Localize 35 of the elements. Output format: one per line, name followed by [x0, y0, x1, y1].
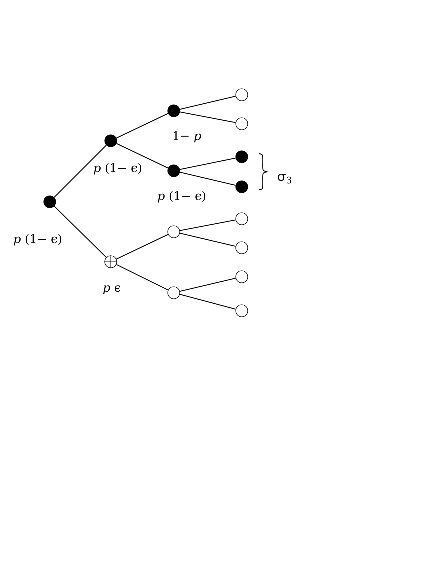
probability-label: p (1− ϵ): [94, 163, 142, 175]
open-node: [236, 304, 248, 318]
branch-line: [180, 278, 236, 292]
branch-line: [54, 145, 107, 198]
branch-line: [116, 234, 169, 260]
open-node: [236, 88, 248, 102]
open-node: [236, 270, 248, 284]
filled-node: [168, 164, 180, 178]
probability-label: p ϵ: [103, 286, 121, 294]
branch-line: [180, 172, 236, 186]
open-node: [168, 226, 180, 238]
filled-node: [44, 196, 56, 208]
probability-label: p (1− ϵ): [158, 191, 206, 203]
branch-line: [180, 294, 236, 310]
branch-line: [180, 96, 236, 110]
branch-line: [180, 220, 236, 232]
branch-line: [180, 233, 236, 247]
branch-line: [180, 158, 236, 170]
open-node: [236, 118, 248, 130]
open-node: [168, 286, 180, 300]
probability-label: 1− p: [174, 131, 202, 143]
set-label: σ$_{3}$: [278, 174, 292, 184]
filled-node: [104, 134, 118, 148]
branch-line: [54, 206, 107, 258]
open-node: [236, 212, 248, 226]
branch-line: [116, 143, 169, 169]
open-node: [236, 242, 248, 254]
crossed-node: [104, 255, 118, 269]
branch-line: [180, 112, 236, 124]
branch-line: [116, 264, 169, 291]
branch-line: [116, 113, 169, 139]
filled-node: [236, 150, 248, 164]
filled-node: [168, 104, 180, 118]
filled-node: [236, 180, 248, 194]
probability-label: p (1− ϵ): [14, 234, 62, 246]
